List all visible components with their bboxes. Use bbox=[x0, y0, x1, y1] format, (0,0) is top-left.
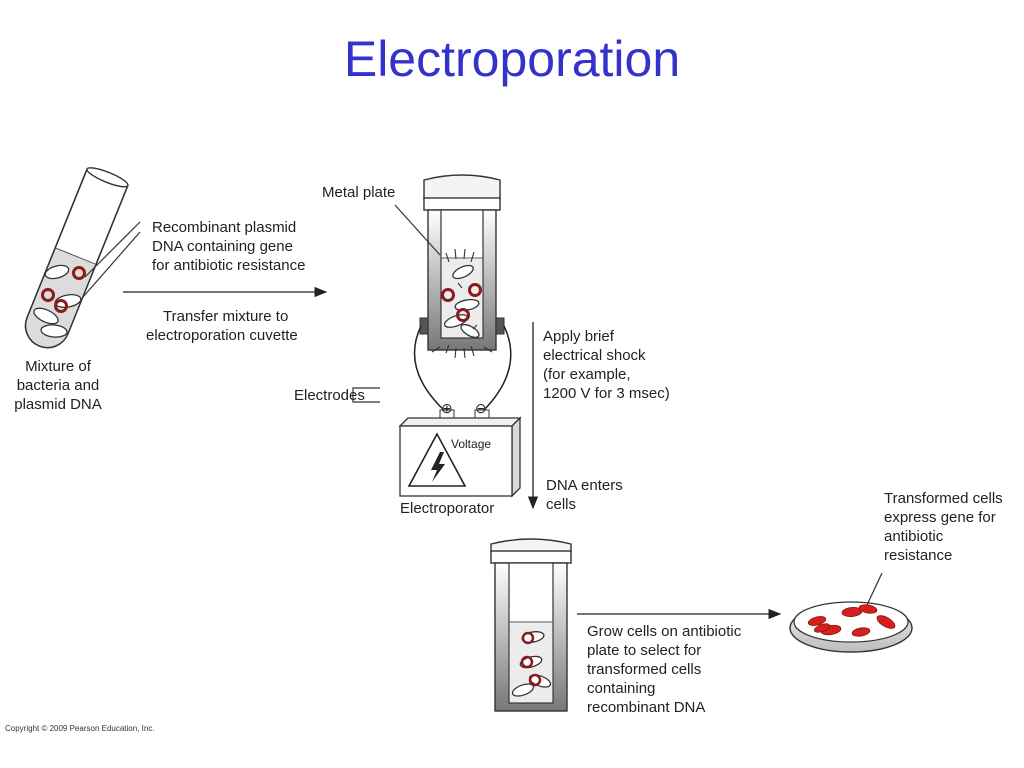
voltage-label: Voltage bbox=[451, 437, 492, 451]
lightning-warning-icon bbox=[407, 432, 467, 487]
shock-label: Apply brief electrical shock (for exampl… bbox=[543, 328, 670, 402]
transformed-cells-label: Transformed cells express gene for antib… bbox=[884, 490, 1003, 564]
slide-title: Electroporation bbox=[343, 31, 681, 87]
metal-plate-label: Metal plate bbox=[322, 184, 396, 201]
transfer-mixture-label: Transfer mixture to electroporation cuve… bbox=[146, 308, 298, 344]
grow-cells-label: Grow cells on antibiotic plate to select… bbox=[587, 623, 742, 716]
recombinant-plasmid-label: Recombinant plasmid DNA containing gene … bbox=[152, 219, 306, 274]
test-tube bbox=[24, 167, 141, 349]
colonies bbox=[807, 604, 896, 637]
plus-terminal: ⊕ bbox=[441, 400, 453, 416]
electroporation-cuvette bbox=[419, 174, 505, 359]
plasmid-dna bbox=[41, 266, 86, 313]
copyright-notice: Copyright © 2009 Pearson Education, Inc. bbox=[5, 724, 155, 733]
electroporator-label: Electroporator bbox=[400, 500, 495, 517]
minus-terminal: ⊖ bbox=[475, 400, 487, 416]
electroporator-box bbox=[398, 409, 522, 498]
cuvette-transformed bbox=[490, 538, 572, 712]
petri-dish bbox=[789, 572, 913, 653]
dna-enters-label: DNA enters cells bbox=[546, 477, 623, 513]
electrodes-label: Electrodes bbox=[294, 387, 365, 404]
mixture-label: Mixture of bacteria and plasmid DNA bbox=[14, 358, 102, 413]
electrode-wires bbox=[413, 325, 512, 414]
